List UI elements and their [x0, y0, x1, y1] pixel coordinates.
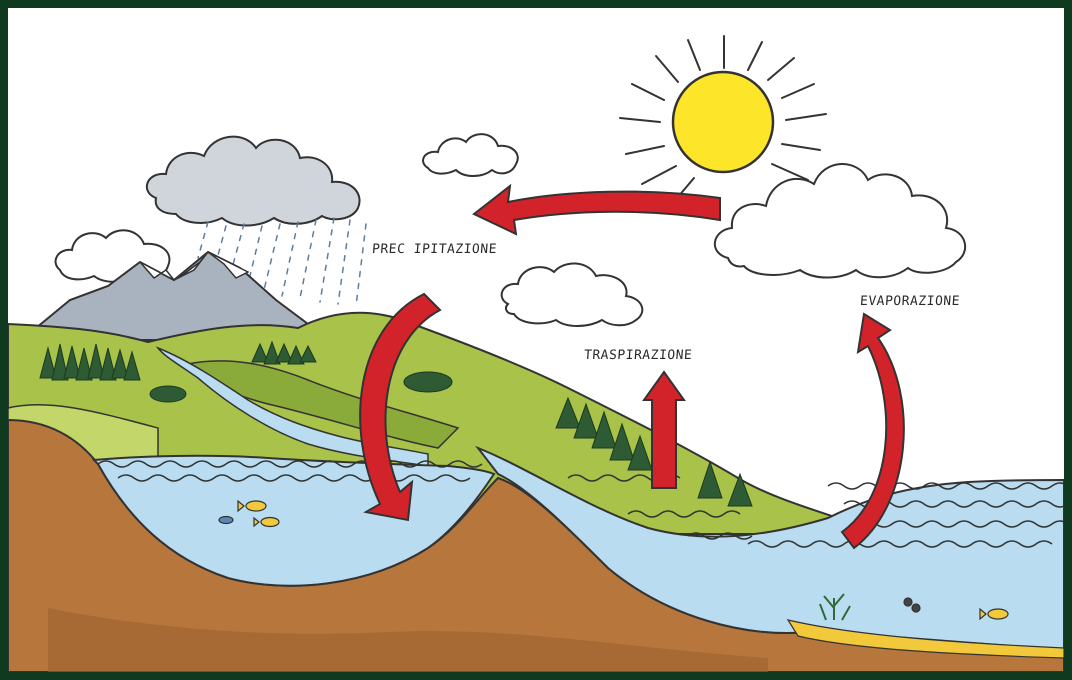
cloud-middle — [502, 263, 643, 326]
sun-disc — [673, 72, 773, 172]
diagram-frame: PREC IPITAZIONE TRASPIRAZIONE EVAPORAZIO… — [8, 8, 1064, 672]
label-transpiration: TRASPIRAZIONE — [583, 348, 692, 363]
cloud-large-right — [715, 164, 965, 278]
label-evaporation: EVAPORAZIONE — [859, 294, 960, 309]
arrow-evaporation-to-clouds — [474, 186, 720, 234]
water-cycle-diagram — [8, 8, 1064, 672]
cloud-rain — [147, 137, 360, 226]
label-precipitation: PREC IPITAZIONE — [371, 242, 497, 257]
cloud-small-top — [423, 134, 518, 176]
